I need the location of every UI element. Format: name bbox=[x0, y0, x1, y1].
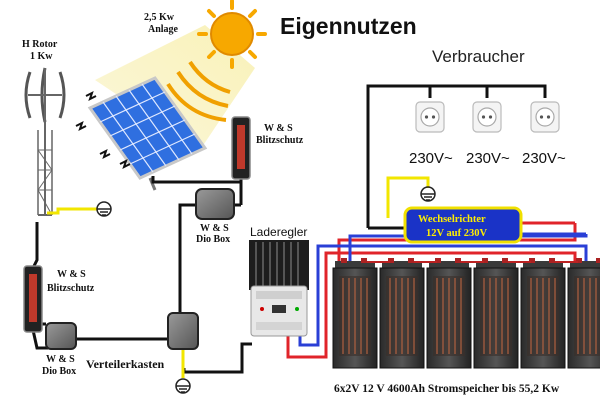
page-title: Eigennutzen bbox=[280, 13, 417, 39]
charge-controller-label: Laderegler bbox=[250, 225, 307, 239]
lightning-left-label-1: W & S bbox=[57, 269, 86, 280]
outlet-voltage-3: 230V~ bbox=[522, 150, 566, 167]
wires-yellow bbox=[47, 176, 430, 378]
battery-icon bbox=[520, 258, 566, 369]
junction-box-icon bbox=[167, 312, 199, 350]
battery-icon bbox=[426, 258, 472, 369]
ground-icon bbox=[96, 201, 112, 217]
battery-icon bbox=[567, 258, 600, 369]
outlet-icon bbox=[415, 101, 445, 133]
battery-icon bbox=[379, 258, 425, 369]
rotor-label-1: H Rotor bbox=[22, 39, 58, 50]
junction-box-icon bbox=[195, 188, 235, 220]
consumers-label: Verbraucher bbox=[432, 47, 525, 66]
outlet-voltage-1: 230V~ bbox=[409, 150, 453, 167]
rotor-label-2: 1 Kw bbox=[30, 51, 53, 62]
battery-icon bbox=[473, 258, 519, 369]
diobox-top-label-1: W & S bbox=[200, 223, 229, 234]
diobox-bottom-label-2: Dio Box bbox=[42, 366, 76, 377]
battery-caption: 6x2V 12 V 4600Ah Stromspeicher bis 55,2 … bbox=[334, 383, 560, 395]
distribution-box-label: Verteilerkasten bbox=[86, 357, 165, 371]
solar-panel-icon bbox=[87, 76, 208, 191]
solar-label-2: Anlage bbox=[148, 24, 179, 35]
ground-icon bbox=[420, 186, 436, 202]
outlet-icon bbox=[472, 101, 502, 133]
outlet-voltage-2: 230V~ bbox=[466, 150, 510, 167]
fuse-icon bbox=[231, 116, 251, 180]
ground-icon bbox=[175, 378, 191, 394]
diobox-bottom-label-1: W & S bbox=[46, 354, 75, 365]
outlet-icon bbox=[530, 101, 560, 133]
charge-controller-icon bbox=[249, 240, 309, 337]
battery-icon bbox=[332, 258, 378, 369]
inverter-icon bbox=[403, 206, 523, 244]
sun-rays bbox=[166, 60, 231, 122]
lightning-top-label-1: W & S bbox=[264, 123, 293, 134]
inverter-label-2: 12V auf 230V bbox=[426, 228, 487, 239]
lightning-marks bbox=[75, 91, 131, 169]
lightning-left-label-2: Blitzschutz bbox=[47, 283, 95, 294]
fuse-icon bbox=[23, 265, 43, 333]
inverter-label-1: Wechselrichter bbox=[418, 214, 486, 225]
sun-icon bbox=[197, 0, 267, 69]
wind-turbine-icon bbox=[24, 67, 66, 216]
junction-box-icon bbox=[45, 322, 77, 350]
lightning-top-label-2: Blitzschutz bbox=[256, 135, 304, 146]
solar-label-1: 2,5 Kw bbox=[144, 12, 175, 23]
diobox-top-label-2: Dio Box bbox=[196, 234, 230, 245]
